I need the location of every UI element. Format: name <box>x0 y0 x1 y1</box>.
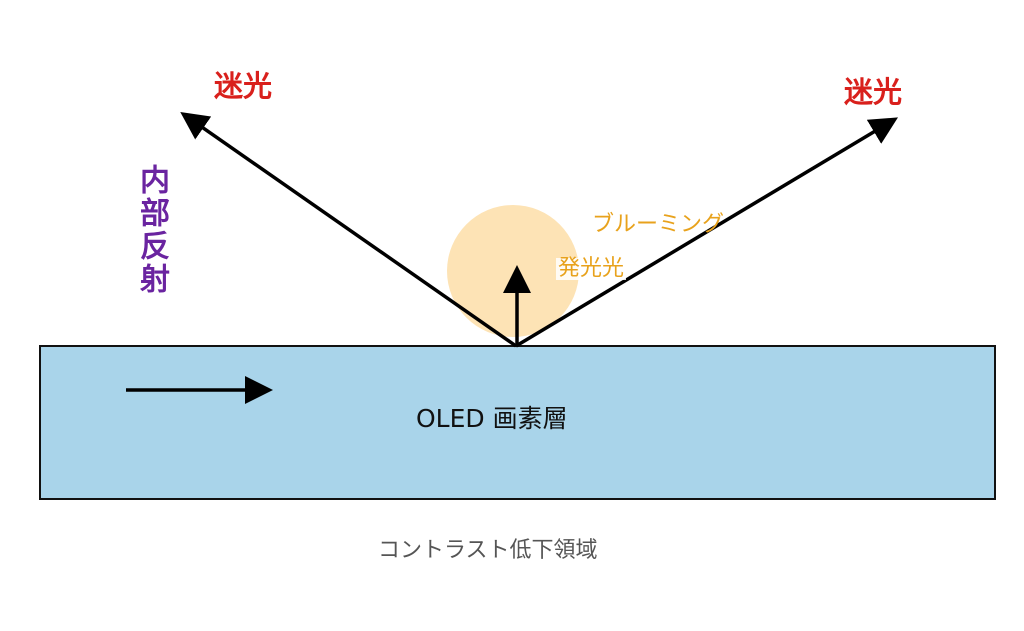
stray-light-label-right: 迷光 <box>844 75 903 109</box>
blooming-label: ブルーミング <box>592 212 725 237</box>
stray-light-left-arrow-icon <box>180 111 518 348</box>
emitted-light-label: 発光光 <box>556 256 627 281</box>
ray-highlight <box>699 228 727 247</box>
contrast-loss-caption: コントラスト低下領域 <box>378 538 598 563</box>
oled-pixel-layer-label: OLED 画素層 <box>416 404 568 433</box>
ray-highlight <box>611 273 649 297</box>
internal-reflection-label: 内部反射 <box>134 164 169 296</box>
stray-light-label-left: 迷光 <box>214 69 273 103</box>
oled-pixel-layer <box>39 345 996 500</box>
stray-light-right-arrow-icon <box>515 117 899 348</box>
